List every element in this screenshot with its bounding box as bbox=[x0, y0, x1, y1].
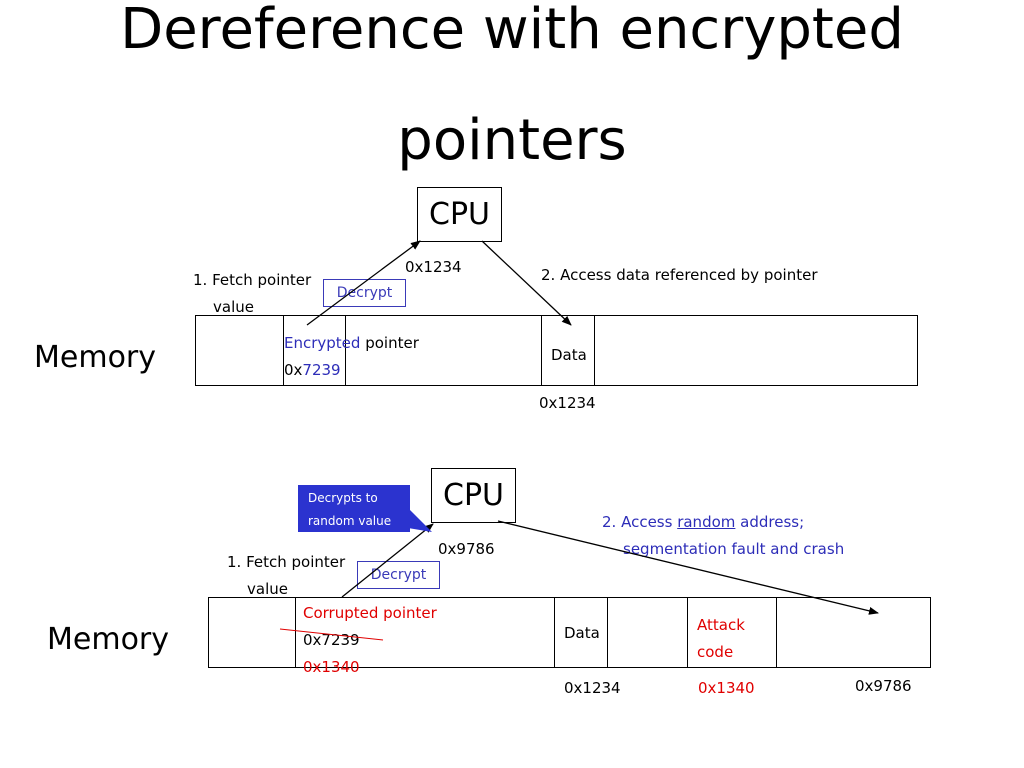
top-memory-cell-data bbox=[541, 315, 595, 386]
bottom-data-address: 0x1234 bbox=[564, 679, 621, 697]
bottom-cpu-box: CPU bbox=[431, 468, 516, 523]
bottom-fetch-line2: value bbox=[247, 580, 288, 598]
slide-title-line1: Dereference with encrypted bbox=[120, 0, 904, 62]
bottom-callout-pointer bbox=[408, 508, 432, 532]
top-pointer-label: Encrypted pointer bbox=[284, 330, 419, 357]
bottom-corrupted-label: Corrupted pointer bbox=[303, 604, 437, 622]
top-memory-cell-4 bbox=[594, 315, 918, 386]
bottom-pointer-cell-text: Corrupted pointer 0x7239 0x1340 bbox=[303, 600, 437, 681]
bottom-callout: Decrypts to random value bbox=[298, 485, 410, 532]
top-access-label: 2. Access data referenced by pointer bbox=[541, 266, 818, 284]
bottom-memory-cell-0 bbox=[208, 597, 296, 668]
bottom-new-value: 0x1340 bbox=[303, 658, 360, 676]
bottom-memory-cell-3 bbox=[607, 597, 688, 668]
bottom-strike-line bbox=[279, 628, 384, 641]
top-access-arrow bbox=[481, 240, 572, 326]
bottom-attack-address: 0x1340 bbox=[698, 679, 755, 697]
bottom-memory-cell-5 bbox=[776, 597, 931, 668]
top-data-address: 0x1234 bbox=[539, 394, 596, 412]
bottom-access-random: random bbox=[677, 513, 736, 531]
slide-title-line2: pointers bbox=[397, 108, 627, 173]
bottom-fetch-arrow bbox=[341, 523, 434, 598]
bottom-attack-line1: Attack bbox=[697, 616, 745, 634]
top-memory-cell-pointer bbox=[283, 315, 346, 386]
bottom-access-prefix: 2. Access bbox=[602, 513, 678, 531]
bottom-decrypted-address: 0x9786 bbox=[438, 540, 495, 558]
bottom-data-label: Data bbox=[564, 624, 600, 642]
top-data-label: Data bbox=[551, 346, 587, 364]
top-memory-label: Memory bbox=[34, 340, 157, 375]
top-pointer-word: pointer bbox=[360, 334, 419, 352]
bottom-access-line1: 2. Access random address; bbox=[602, 509, 844, 536]
top-fetch-line2: value bbox=[213, 298, 254, 316]
top-pointer-value-prefix: 0x bbox=[284, 361, 303, 379]
bottom-access-suffix: address; bbox=[735, 513, 805, 531]
bottom-random-address: 0x9786 bbox=[855, 677, 912, 695]
bottom-memory-cell-pointer bbox=[295, 597, 555, 668]
bottom-callout-line1: Decrypts to bbox=[308, 491, 378, 505]
bottom-decrypt-box: Decrypt bbox=[357, 561, 440, 589]
top-pointer-cell-text: Encrypted pointer 0x7239 bbox=[284, 330, 419, 384]
top-fetch-label: 1. Fetch pointer value bbox=[193, 267, 311, 321]
bottom-attack-label: Attack code bbox=[697, 612, 745, 666]
bottom-callout-line2: random value bbox=[308, 514, 392, 528]
bottom-access-label: 2. Access random address; segmentation f… bbox=[602, 509, 844, 563]
top-memory-cell-0 bbox=[195, 315, 284, 386]
bottom-access-line2: segmentation fault and crash bbox=[623, 540, 845, 558]
bottom-memory-label: Memory bbox=[47, 622, 170, 657]
top-encrypted-word: Encrypted bbox=[284, 334, 361, 352]
top-fetch-arrow bbox=[306, 240, 421, 326]
bottom-memory-cell-data bbox=[554, 597, 608, 668]
bottom-fetch-label: 1. Fetch pointer value bbox=[227, 549, 345, 603]
top-pointer-value-suffix: 7239 bbox=[302, 361, 341, 379]
top-decrypted-address: 0x1234 bbox=[405, 258, 462, 276]
top-cpu-box: CPU bbox=[417, 187, 502, 242]
bottom-fetch-line1: 1. Fetch pointer bbox=[227, 553, 346, 571]
top-fetch-line1: 1. Fetch pointer bbox=[193, 271, 312, 289]
bottom-access-arrow bbox=[497, 520, 879, 615]
top-pointer-value: 0x7239 bbox=[284, 357, 419, 384]
bottom-attack-line2: code bbox=[697, 643, 734, 661]
top-memory-cell-2 bbox=[345, 315, 542, 386]
